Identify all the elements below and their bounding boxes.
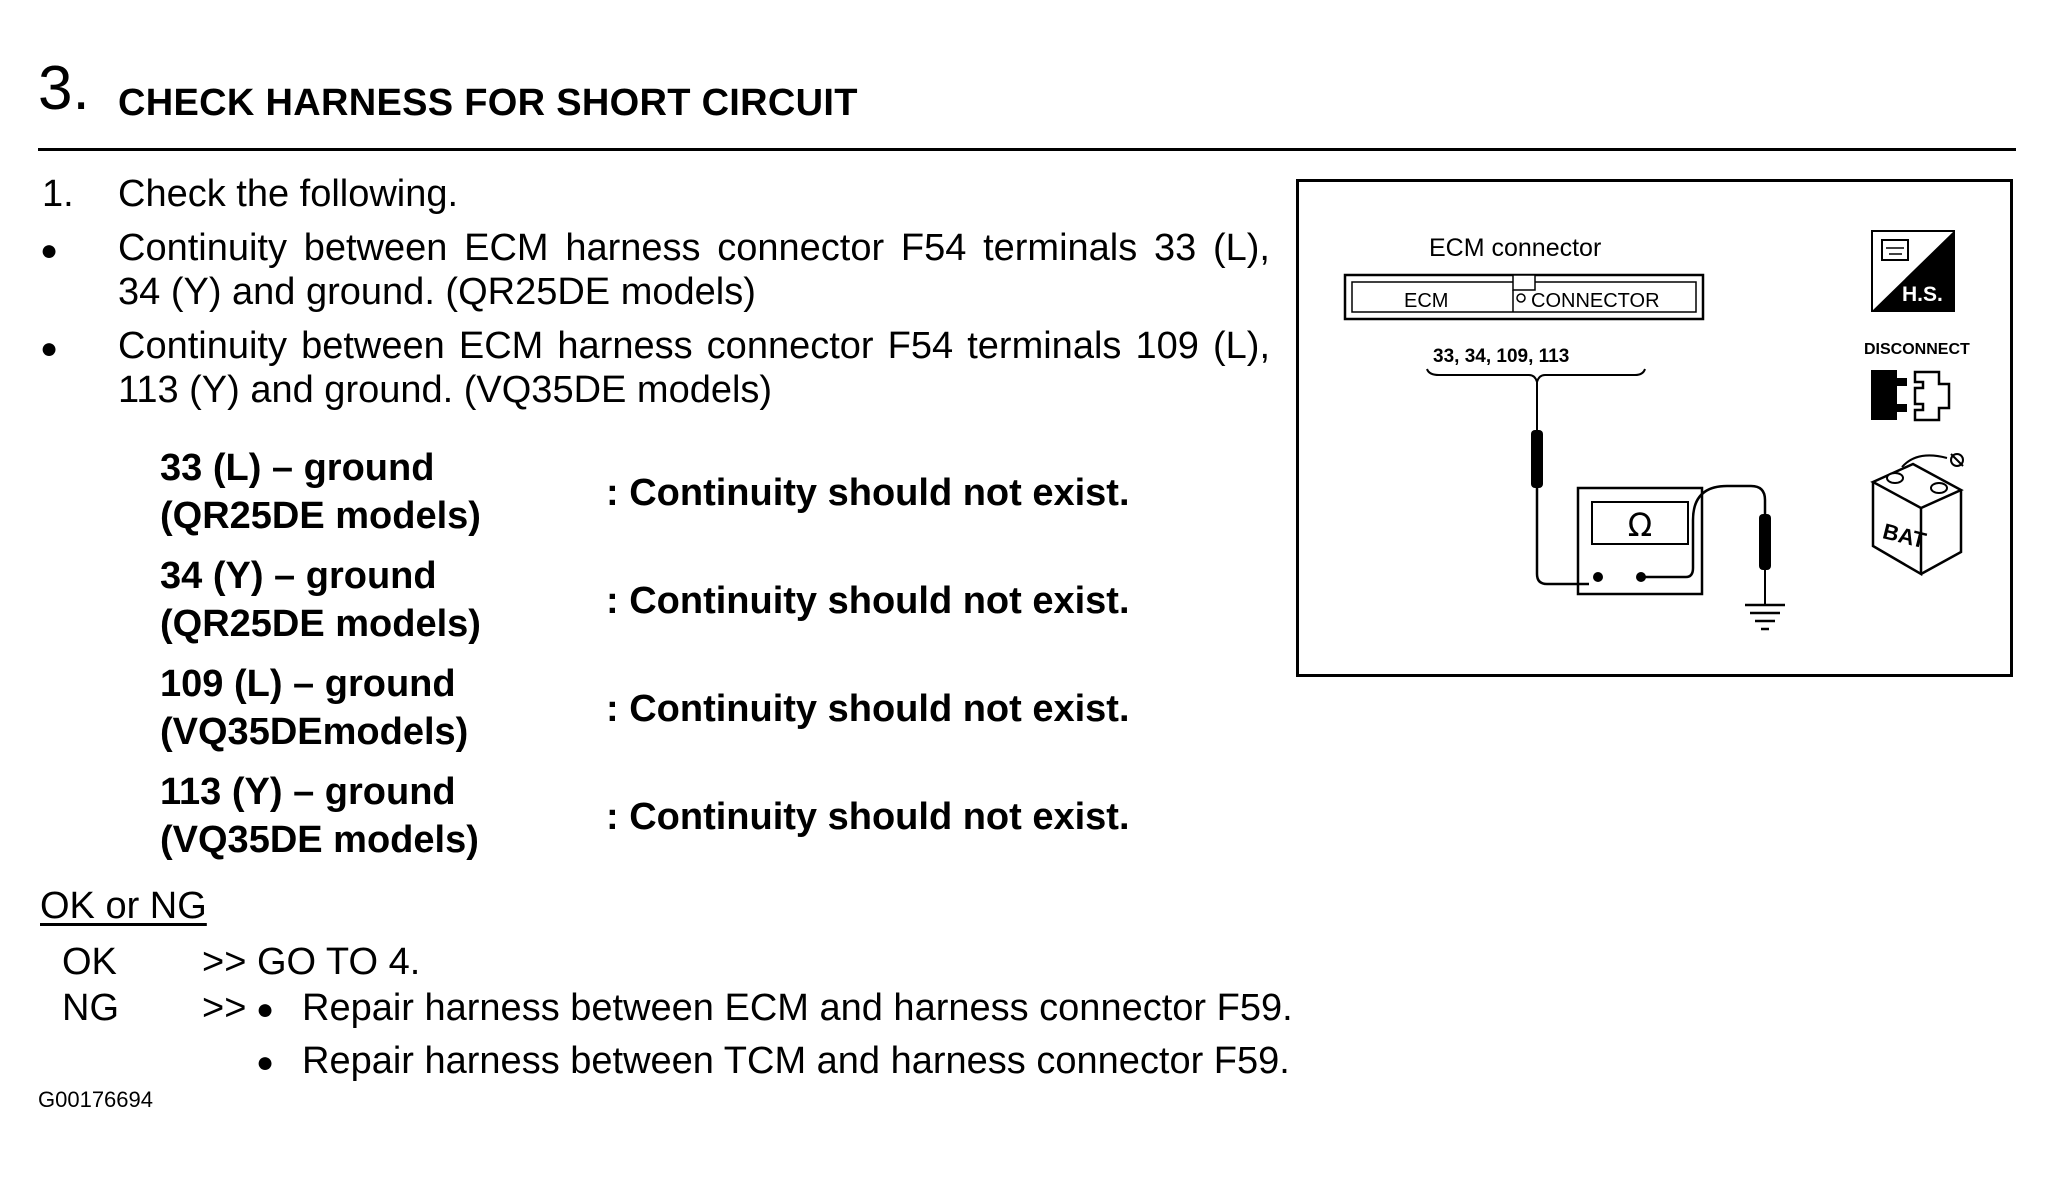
connector-label-connector: CONNECTOR <box>1531 290 1660 312</box>
ok-ng-heading: OK or NG <box>40 885 207 927</box>
spec-row-4-model: (VQ35DE models) <box>160 819 479 861</box>
spec-row-4-label: 113 (Y) – ground (VQ35DE models) <box>160 768 479 864</box>
bullet-2-marker: ● <box>40 332 59 365</box>
spec-row-3-model: (VQ35DEmodels) <box>160 711 469 753</box>
spec-row-2-model: (QR25DE models) <box>160 603 481 645</box>
terminal-numbers: 33, 34, 109, 113 <box>1433 346 1569 367</box>
ecm-connector-title: ECM connector <box>1429 234 1601 262</box>
ok-action: >> GO TO 4. <box>202 941 421 983</box>
spec-row-1-terminal: 33 (L) – ground <box>160 447 435 489</box>
ok-label: OK <box>62 941 117 983</box>
spec-row-1-model: (QR25DE models) <box>160 495 481 537</box>
ng-bullet-2-marker: ● <box>256 1046 275 1079</box>
spec-row-4-value: : Continuity should not exist. <box>606 796 1130 838</box>
disconnect-icon: DISCONNECT <box>1864 341 1970 422</box>
circuit-diagram: ECM connector ECM CONNECTOR 33, 34, 109,… <box>1296 179 2013 677</box>
battery-icon: BAT <box>1870 453 1964 577</box>
spec-row-2-terminal: 34 (Y) – ground <box>160 555 437 597</box>
hs-label: H.S. <box>1902 283 1943 306</box>
step-title: CHECK HARNESS FOR SHORT CIRCUIT <box>118 82 858 124</box>
spec-row-4-terminal: 113 (Y) – ground <box>160 771 456 813</box>
bullet-1-marker: ● <box>40 234 59 267</box>
terminal-bracket <box>1426 368 1646 386</box>
spec-row-2-value: : Continuity should not exist. <box>606 580 1130 622</box>
ecm-connector-icon: ECM CONNECTOR <box>1343 273 1705 321</box>
ohm-symbol: Ω <box>1628 506 1652 544</box>
disconnect-label: DISCONNECT <box>1864 341 1970 358</box>
spec-row-1-value: : Continuity should not exist. <box>606 472 1130 514</box>
ng-bullet-1-marker: ● <box>256 993 275 1026</box>
bullet-1-text: Continuity between ECM harness connector… <box>118 227 1270 313</box>
ng-action-2: Repair harness between TCM and harness c… <box>302 1040 1290 1082</box>
figure-code: G00176694 <box>38 1087 153 1112</box>
ohmmeter-icon: Ω <box>1576 486 1704 596</box>
ground-icon <box>1745 603 1785 631</box>
connector-label-ecm: ECM <box>1404 290 1448 312</box>
step-number: 3. <box>38 54 90 123</box>
probe-right <box>1641 484 1771 605</box>
spec-row-2-label: 34 (Y) – ground (QR25DE models) <box>160 552 481 648</box>
ng-action-1: Repair harness between ECM and harness c… <box>302 987 1293 1029</box>
spec-row-3-label: 109 (L) – ground (VQ35DEmodels) <box>160 660 468 756</box>
circuit-diagram-svg: ECM connector ECM CONNECTOR 33, 34, 109,… <box>1343 230 1970 631</box>
spec-row-3-value: : Continuity should not exist. <box>606 688 1130 730</box>
step-1-text: Check the following. <box>118 173 459 215</box>
bullet-2-text: Continuity between ECM harness connector… <box>118 325 1270 411</box>
spec-row-1-label: 33 (L) – ground (QR25DE models) <box>160 444 481 540</box>
header-rule <box>38 148 2016 151</box>
harness-side-icon: H.S. <box>1871 230 1955 312</box>
probe-left <box>1531 382 1589 586</box>
ng-label: NG <box>62 987 119 1029</box>
spec-row-3-terminal: 109 (L) – ground <box>160 663 456 705</box>
ng-arrow: >> <box>202 987 247 1029</box>
step-1-number: 1. <box>42 173 74 215</box>
